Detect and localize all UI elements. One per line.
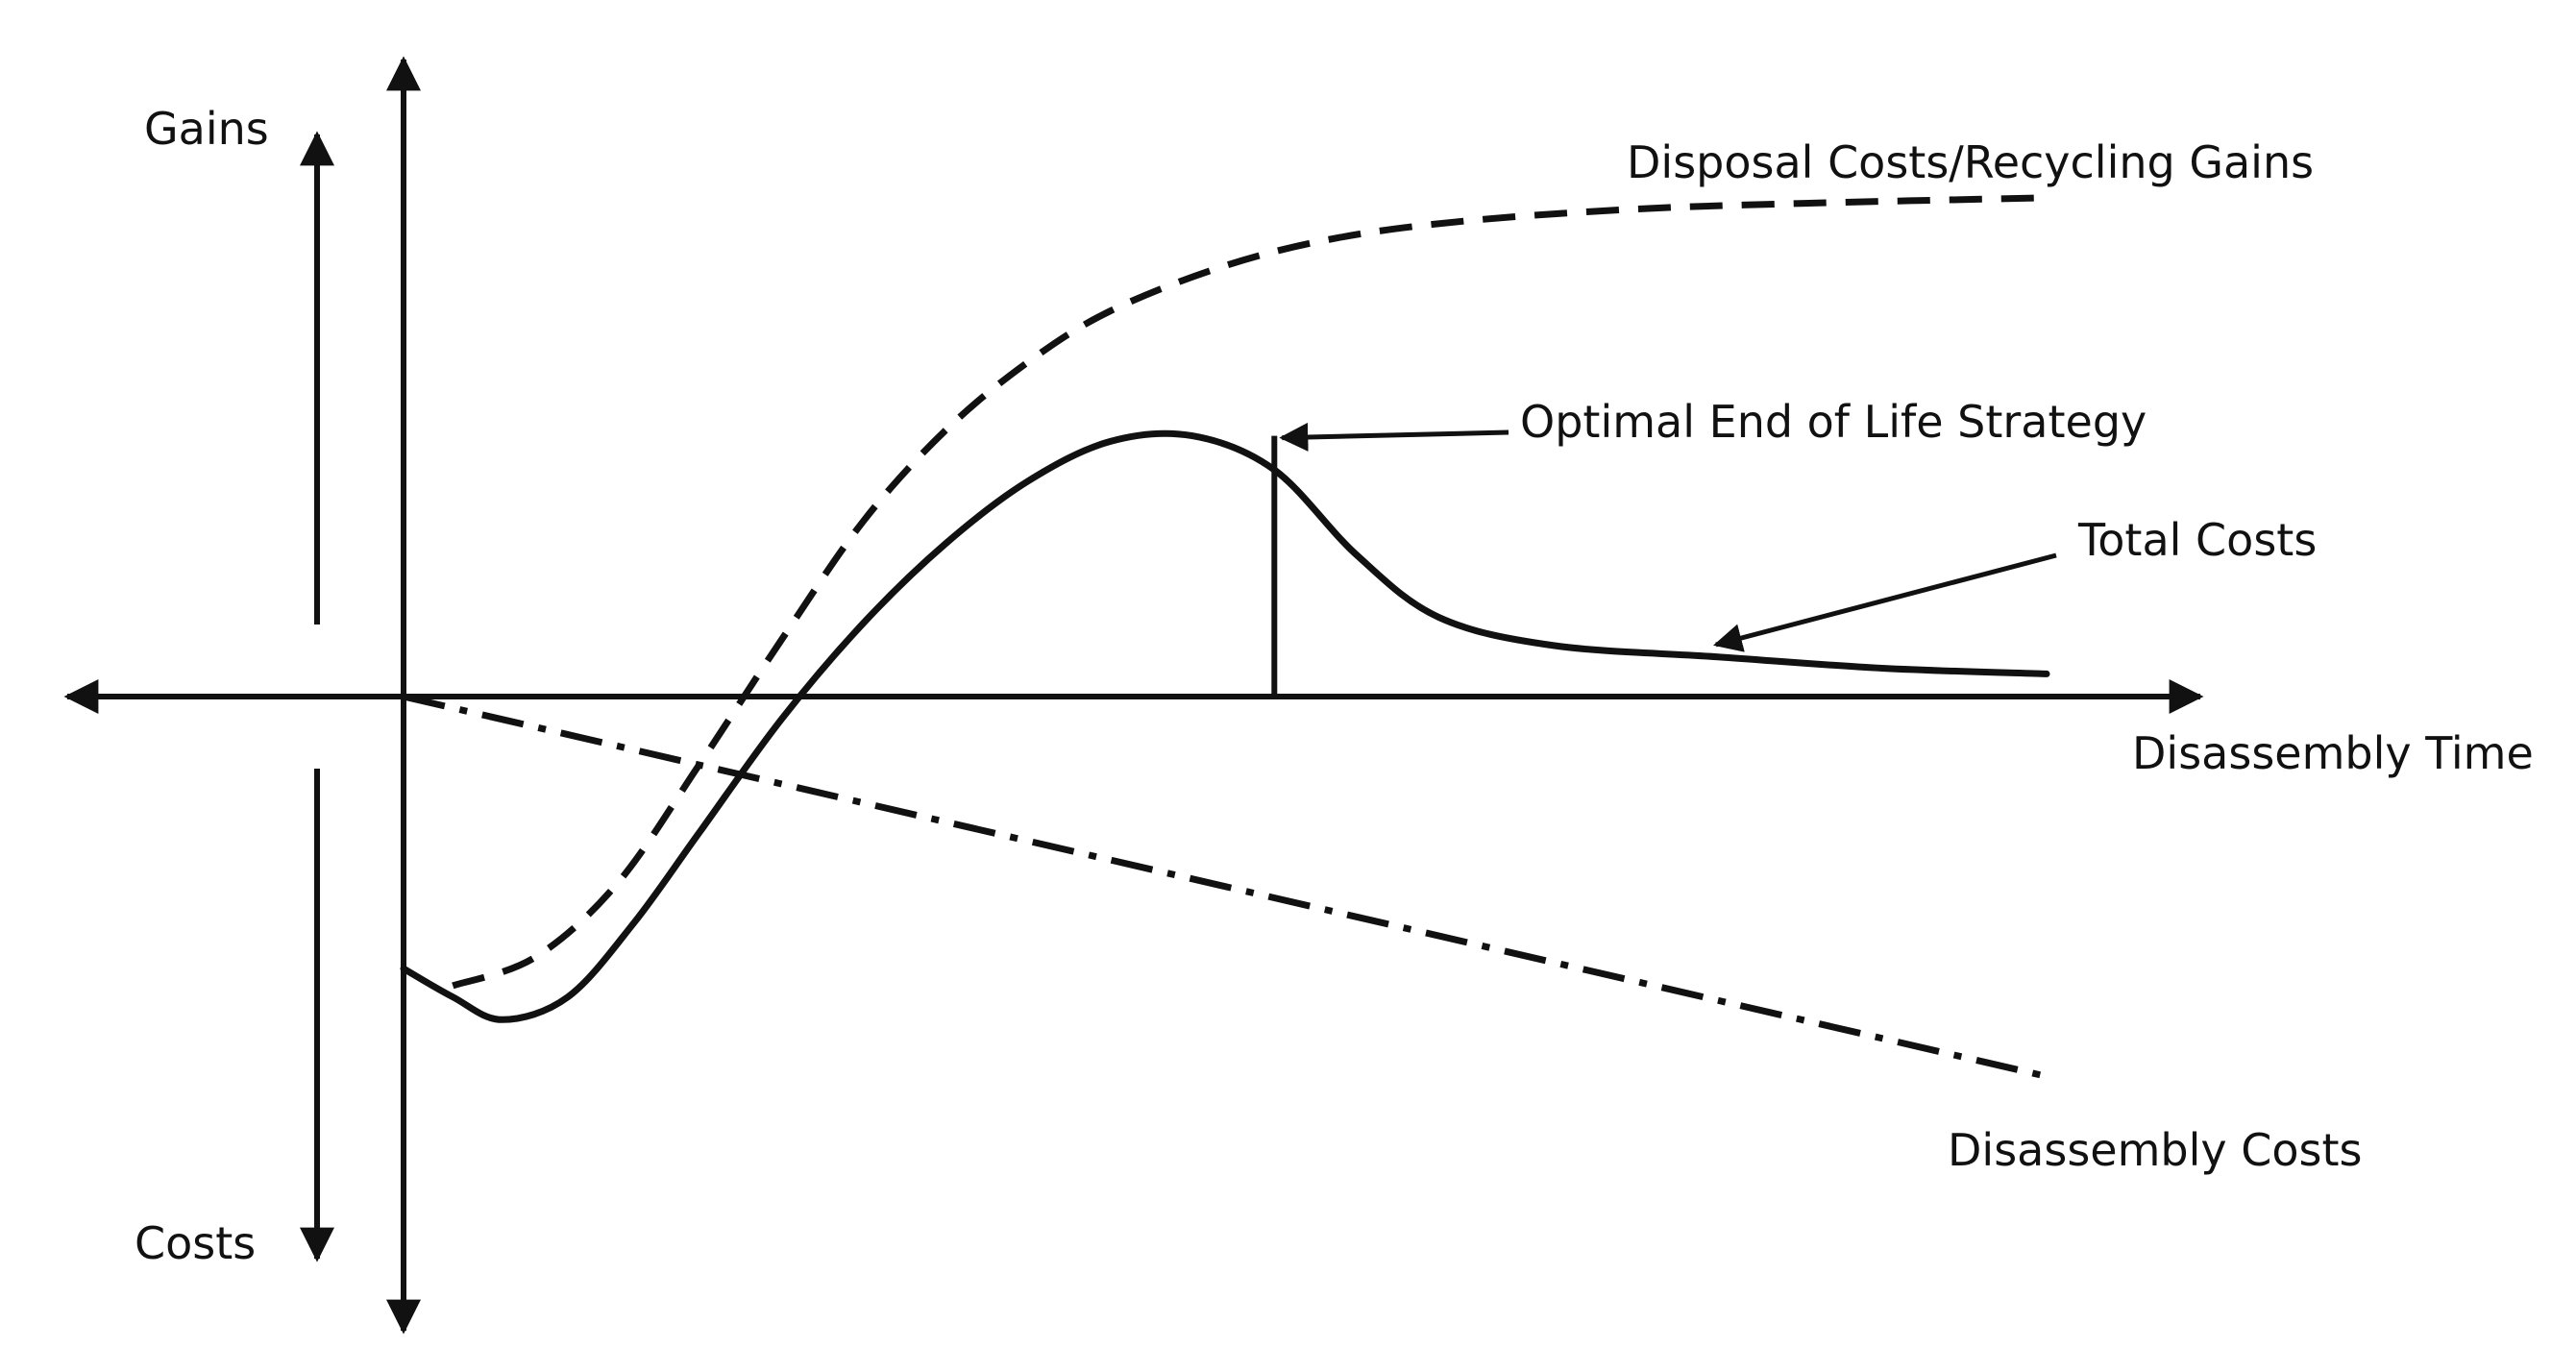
series-disposal-costs-recycling-gains xyxy=(452,194,2048,990)
series-disassembly-costs xyxy=(403,693,2048,1080)
x-axis-label: Disassembly Time xyxy=(2132,727,2534,779)
y-label-costs: Costs xyxy=(135,1217,256,1269)
optimal-strategy-pointer-arrow xyxy=(1279,422,1509,452)
annotation-total-costs: Total Costs xyxy=(2077,514,2317,566)
series-label-disposal-costs-recycling-gains: Disposal Costs/Recycling Gains xyxy=(1627,136,2314,188)
series-total-costs xyxy=(400,429,2050,1023)
y-label-gains: Gains xyxy=(144,103,269,155)
annotation-optimal-end-of-life-strategy: Optimal End of Life Strategy xyxy=(1520,396,2147,448)
series-label-disassembly-costs: Disassembly Costs xyxy=(1948,1124,2362,1176)
total-costs-pointer-arrow xyxy=(1712,552,2057,652)
